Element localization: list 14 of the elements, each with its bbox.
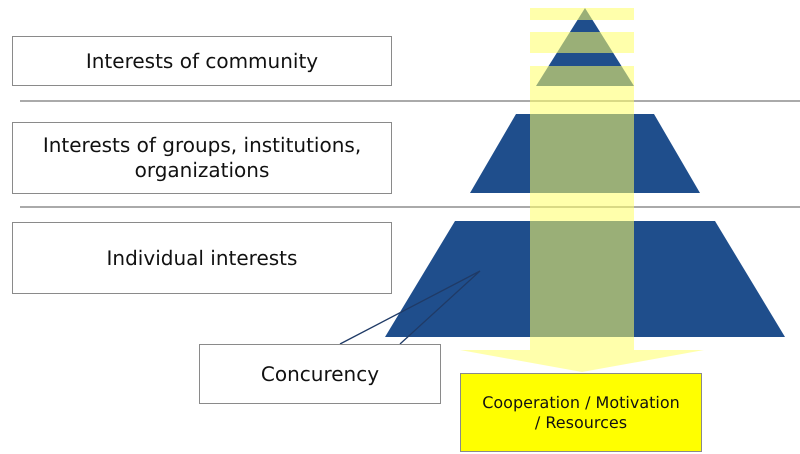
pyramid-trapezoid (470, 114, 700, 193)
pyramid-trapezoid (385, 221, 785, 337)
box-label: Concurency (260, 362, 380, 386)
block-arrow (460, 8, 704, 372)
pyramid-top-triangle (536, 8, 634, 86)
box-label: Interests of community (86, 48, 318, 74)
box-label: Interests of groups, institutions, organizations (42, 133, 362, 183)
level-box (12, 36, 392, 86)
level-box (12, 222, 392, 294)
callout-box (199, 344, 441, 404)
box-label: Cooperation / Motivation / Resources (481, 392, 681, 432)
result-box (460, 373, 702, 452)
level-box (12, 122, 392, 194)
box-label: Individual interests (106, 246, 298, 270)
